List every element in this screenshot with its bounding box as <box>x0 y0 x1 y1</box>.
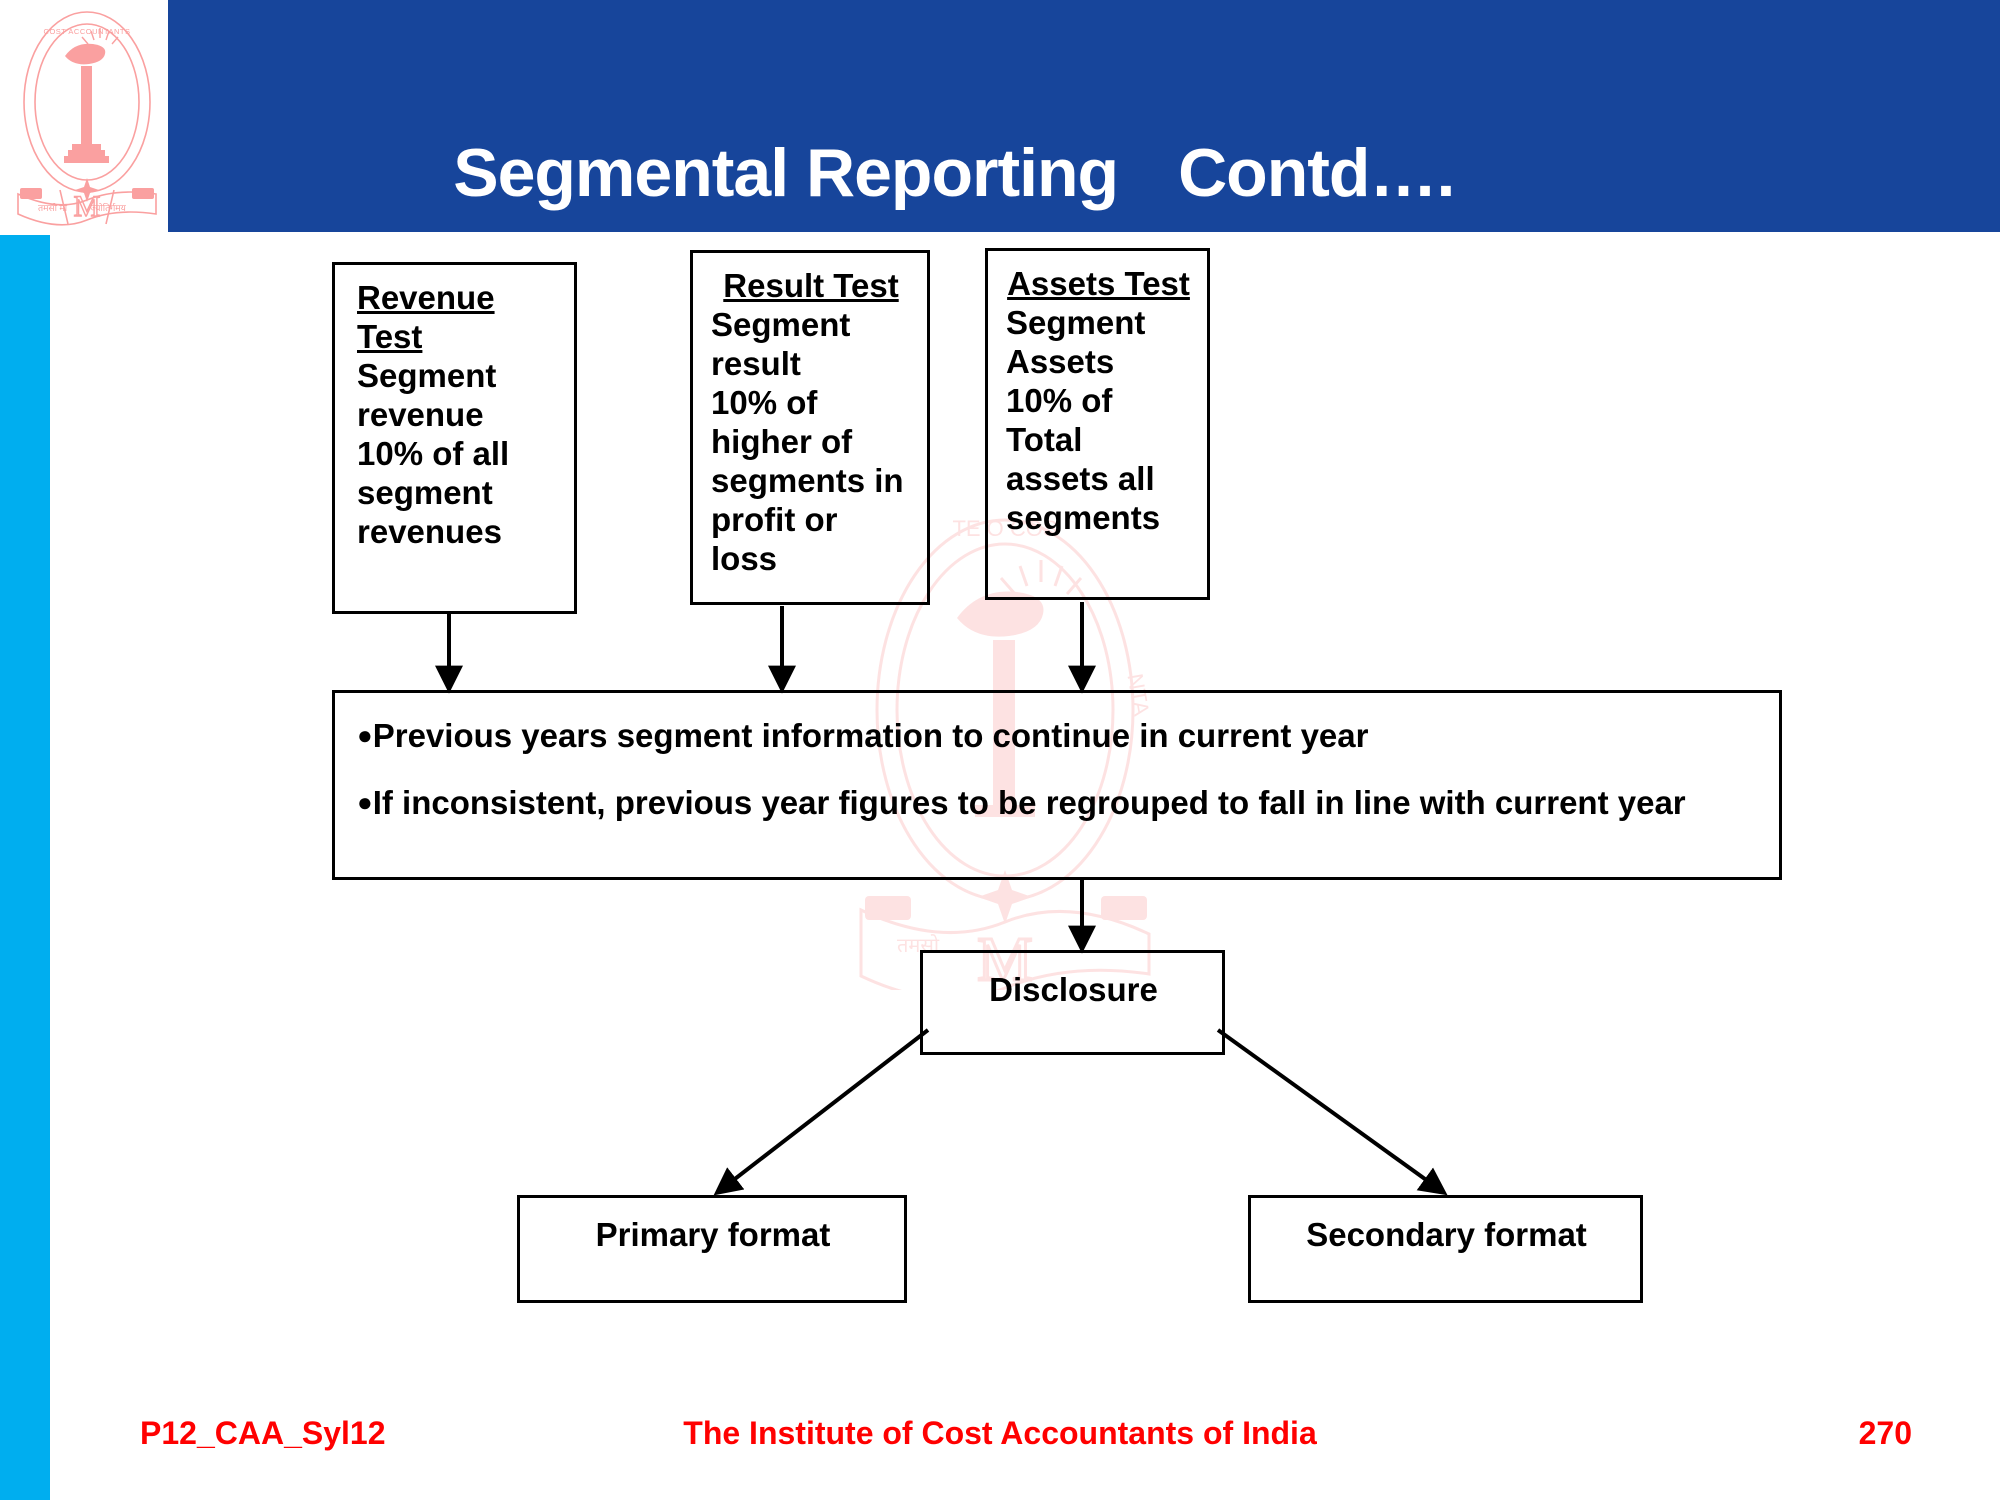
revenue-test-line-1: Segment <box>357 356 497 394</box>
result-test-line-4: higher of <box>711 422 853 460</box>
result-test-line-5: segments in <box>711 461 904 499</box>
revenue-test-heading: Revenue Test <box>357 279 495 355</box>
footer-course-code: P12_CAA_Syl12 <box>140 1415 386 1451</box>
institute-logo: COST ACCOUNTANTS तमसो मा ज्योतिर्गमय M <box>8 4 166 230</box>
footer-page-number: 270 <box>1858 1415 1912 1451</box>
revenue-test-line-4: segment <box>357 473 493 511</box>
svg-text:तमसो मा: तमसो मा <box>38 202 68 213</box>
node-primary-format[interactable]: Primary format <box>517 1195 907 1303</box>
assets-test-line-2: Assets <box>1006 342 1115 380</box>
svg-text:M: M <box>74 190 101 223</box>
result-test-line-1: Segment <box>711 305 851 343</box>
bullet-marker-icon: ● <box>357 720 373 750</box>
revenue-test-line-3: 10% of all <box>357 434 510 472</box>
result-test-line-3: 10% of <box>711 383 818 421</box>
header-band <box>168 0 2000 232</box>
node-secondary-format[interactable]: Secondary format <box>1248 1195 1643 1303</box>
assets-test-heading: Assets Test <box>1007 265 1190 302</box>
bullet-text-2: If inconsistent, previous year figures t… <box>372 783 1686 821</box>
bullet-text-1: Previous years segment information to co… <box>372 717 1369 754</box>
primary-format-label: Primary format <box>595 1216 831 1253</box>
assets-test-line-3: 10% of Total <box>1006 381 1113 458</box>
footer-institute-name: The Institute of Cost Accountants of Ind… <box>683 1415 1317 1451</box>
disclosure-label: Disclosure <box>989 971 1158 1008</box>
bullet-marker-icon: ● <box>357 786 373 817</box>
result-test-line-6: profit or loss <box>711 500 838 577</box>
node-result-test[interactable]: Result Test Segment result 10% of higher… <box>690 250 930 605</box>
bullet-item: ●If inconsistent, previous year figures … <box>357 784 1759 823</box>
page-title: Segmental Reporting Contd…. <box>168 56 1668 291</box>
slide-footer: P12_CAA_Syl12 The Institute of Cost Acco… <box>0 1415 2000 1475</box>
svg-text:ज्योतिर्गमय: ज्योतिर्गमय <box>90 202 127 213</box>
page-title-main: Segmental Reporting <box>453 135 1119 212</box>
svg-text:COST ACCOUNTANTS: COST ACCOUNTANTS <box>44 27 131 36</box>
assets-test-line-1: Segment <box>1006 303 1146 341</box>
page-title-suffix: Contd…. <box>1178 135 1455 212</box>
left-accent-strip <box>0 235 50 1500</box>
node-continuity-rules[interactable]: ●Previous years segment information to c… <box>332 690 1782 880</box>
node-revenue-test[interactable]: Revenue Test Segment revenue 10% of all … <box>332 262 577 614</box>
revenue-test-line-5: revenues <box>357 512 502 550</box>
secondary-format-label: Secondary format <box>1306 1216 1587 1253</box>
result-test-line-2: result <box>711 344 801 382</box>
node-assets-test[interactable]: Assets Test Segment Assets 10% of Total … <box>985 248 1210 600</box>
bullet-item: ●Previous years segment information to c… <box>357 717 1759 756</box>
revenue-test-line-2: revenue <box>357 395 484 433</box>
assets-test-line-4: assets all <box>1006 459 1155 497</box>
node-disclosure[interactable]: Disclosure <box>920 950 1225 1055</box>
result-test-heading: Result Test <box>723 267 899 304</box>
assets-test-line-5: segments <box>1006 498 1161 536</box>
